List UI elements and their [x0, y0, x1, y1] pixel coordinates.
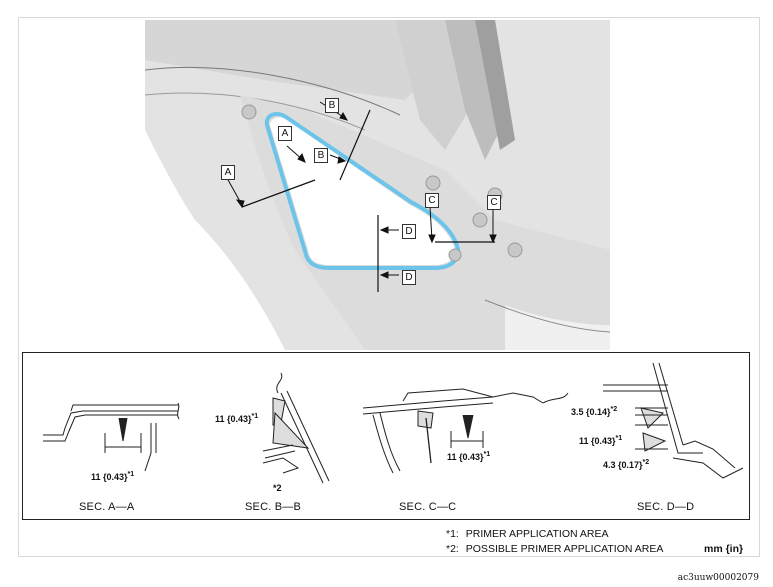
- callout-c-left: C: [425, 193, 439, 208]
- sec-d-measurement-2: 11 {0.43}*1: [579, 435, 623, 446]
- section-c-label: SEC. C—C: [399, 501, 457, 513]
- section-b-label: SEC. B—B: [245, 501, 302, 513]
- callout-b-lower: B: [314, 148, 328, 163]
- legend-item-2: *2: POSSIBLE PRIMER APPLICATION AREA: [446, 543, 663, 555]
- section-d-label: SEC. D—D: [637, 501, 695, 513]
- legend-item-1-mark: *1:: [446, 528, 459, 540]
- units-label: mm {in}: [704, 543, 744, 555]
- quarter-window-opening-illustration: [145, 20, 610, 350]
- callout-d-lower: D: [402, 270, 416, 285]
- callout-a-lower: A: [221, 165, 235, 180]
- sec-d-measurement-1: 3.5 {0.14}*2: [571, 406, 618, 417]
- sec-c-measurement: 11 {0.43}*1: [447, 451, 491, 462]
- sec-b-secondary-mark: *2: [273, 483, 282, 493]
- sec-b-main-measurement: 11 {0.43}*1: [215, 413, 259, 424]
- callout-a-upper: A: [278, 126, 292, 141]
- section-views-panel: 11 {0.43}*1 11 {0.43}*1 *2 11 {0.43}*1 3…: [22, 352, 750, 520]
- sec-a-measurement: 11 {0.43}*1: [91, 471, 135, 482]
- legend-item-1: *1: PRIMER APPLICATION AREA: [446, 528, 609, 540]
- sec-d-measurement-3: 4.3 {0.17}*2: [603, 459, 650, 470]
- legend-item-2-mark: *2:: [446, 543, 459, 555]
- image-code: ac3uuw00002079: [677, 573, 759, 583]
- section-drawings: [43, 362, 744, 484]
- callout-c-right: C: [487, 195, 501, 210]
- section-a-label: SEC. A—A: [79, 501, 135, 513]
- legend-item-2-text: POSSIBLE PRIMER APPLICATION AREA: [465, 543, 664, 555]
- callout-d-upper: D: [402, 224, 416, 239]
- legend-item-1-text: PRIMER APPLICATION AREA: [465, 528, 609, 540]
- callout-b-upper: B: [325, 98, 339, 113]
- figure-frame: [18, 17, 760, 557]
